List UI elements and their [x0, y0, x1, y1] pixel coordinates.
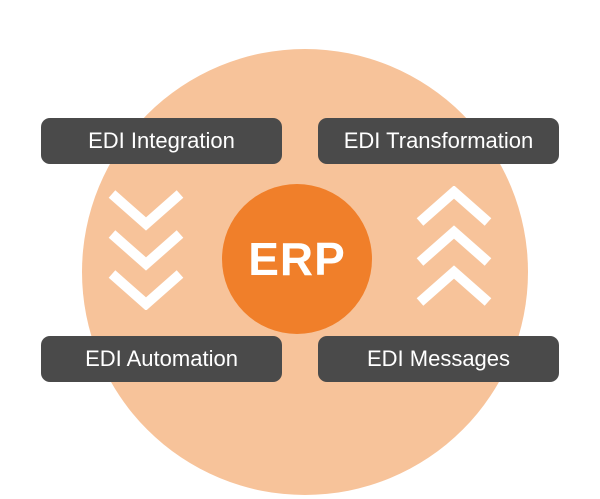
edi-integration-box: EDI Integration	[41, 118, 282, 164]
chevrons-down-icon	[108, 190, 184, 310]
chevron-up-icon	[416, 186, 492, 226]
erp-label: ERP	[248, 233, 346, 285]
chevron-up-icon	[416, 225, 492, 266]
erp-center-circle: ERP	[222, 184, 372, 334]
chevron-down-icon	[108, 270, 184, 310]
edi-automation-box: EDI Automation	[41, 336, 282, 382]
edi-transformation-label: EDI Transformation	[343, 128, 534, 153]
chevron-down-icon	[108, 190, 184, 231]
edi-automation-label: EDI Automation	[85, 346, 238, 371]
edi-integration-label: EDI Integration	[88, 128, 235, 153]
chevrons-up-icon	[416, 186, 492, 306]
edi-messages-box: EDI Messages	[318, 336, 559, 382]
chevron-down-icon	[108, 230, 184, 271]
edi-messages-label: EDI Messages	[366, 346, 511, 371]
chevron-up-icon	[416, 265, 492, 306]
edi-transformation-box: EDI Transformation	[318, 118, 559, 164]
